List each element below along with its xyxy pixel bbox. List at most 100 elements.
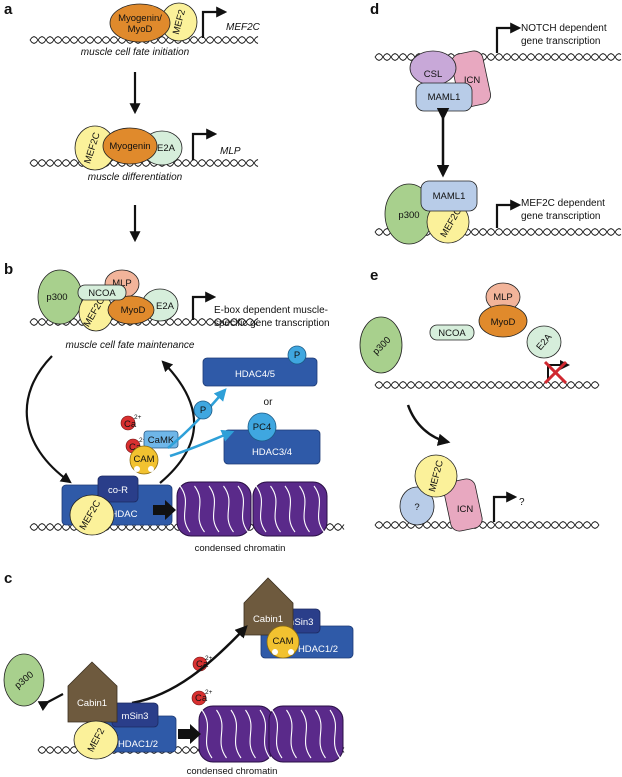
spread-arrow-c: [178, 724, 201, 744]
calcium-label-c1: Ca: [196, 659, 209, 670]
transcription-arrow-unknown: [492, 491, 518, 522]
condensed-chromatin-label-b: condensed chromatin: [195, 543, 286, 554]
dna-a-bottom-strand-1: [29, 158, 259, 168]
unknown-target-label: ?: [519, 497, 525, 508]
myod-label: MyoD: [121, 305, 146, 316]
block-cross-2: [543, 360, 568, 385]
mef2c-target-line-1: MEF2C dependent: [521, 198, 605, 209]
hdac-label: HDAC: [111, 509, 138, 520]
transcription-arrow-notch: [495, 22, 522, 53]
calcium-label-b2: Ca: [129, 442, 142, 453]
msin3-label-c-lower: mSin3: [122, 711, 149, 722]
cam-pocket-b2: [148, 466, 154, 472]
panel-b: b MLP p300 E2A MEF2C MyoD NCOA E-box dep…: [4, 261, 330, 554]
panel-a-letter: a: [4, 1, 13, 18]
transcription-arrow-ebox: [191, 291, 217, 320]
panel-d-letter: d: [370, 1, 379, 18]
icn-label-e: ICN: [457, 504, 474, 515]
nucleosome-b1-dna-wrap: [179, 485, 249, 533]
exchange-arrow-c: [37, 693, 64, 711]
phosphate-label-2: P: [200, 405, 206, 416]
msin3-label-c-upper: mSin3: [287, 617, 314, 628]
icn-protein-e: [443, 478, 483, 532]
ncoa-label-e: NCOA: [438, 328, 466, 339]
cam-pocket-c2: [288, 649, 294, 655]
ncoa-protein-e: [429, 324, 475, 341]
myogenin-myod-label-2: MyoD: [128, 24, 153, 35]
mef2c-protein-repressed: [69, 494, 115, 536]
calcium-ion-b1: [120, 415, 136, 431]
ncoa-label: NCOA: [88, 288, 116, 299]
nucleosome-c1-dna-wrap: [201, 709, 271, 759]
unknown-label: ?: [414, 502, 419, 513]
calcium-charge-b2: 2+: [139, 437, 147, 444]
export-arrow-hdac34: [169, 429, 235, 458]
csl-label: CSL: [424, 69, 442, 80]
spread-arrow-b: [153, 500, 176, 520]
myod-label-e: MyoD: [491, 317, 516, 328]
hdac34-label: HDAC3/4: [252, 447, 292, 458]
or-label: or: [264, 397, 274, 408]
cycle-arrow-left: [25, 355, 72, 484]
p300-label-d: p300: [398, 210, 419, 221]
e2a-label-b: E2A: [156, 301, 175, 312]
pc4-protein: [247, 412, 277, 442]
panel-c-letter: c: [4, 570, 12, 587]
cam-label-c: CAM: [272, 636, 293, 647]
ncoa-protein: [77, 284, 127, 301]
cam-pocket-c1: [272, 649, 278, 655]
hdac12-label-c-lower: HDAC1/2: [118, 739, 158, 750]
transcription-arrow-mef2c-d: [495, 199, 522, 228]
calcium-charge-c1: 2+: [205, 655, 213, 662]
cabin1-label-c-upper: Cabin1: [253, 614, 283, 625]
unknown-protein: [399, 486, 435, 526]
gene-mef2c-label: MEF2C: [226, 22, 261, 33]
myogenin-label: Myogenin: [109, 141, 150, 152]
caption-differentiation: muscle differentiation: [88, 172, 183, 183]
calcium-charge-b1: 2+: [134, 414, 142, 421]
calcium-ion-c2: [191, 690, 207, 706]
dna-d-top-strand-1: [374, 52, 622, 62]
cam-pocket-b1: [134, 466, 140, 472]
panel-b-letter: b: [4, 261, 13, 278]
nucleosome-c1: [198, 705, 274, 763]
hdac45-label: HDAC4/5: [235, 369, 275, 380]
dna-e-top-strand-2: [374, 380, 600, 390]
phosphate-transfer: [193, 400, 213, 420]
maml1-protein-d-bottom: [420, 180, 478, 212]
maml1-label-d-bottom: MAML1: [433, 191, 466, 202]
e2a-label: E2A: [157, 143, 176, 154]
myogenin-myod-label-1: Myogenin/: [118, 13, 162, 24]
phosphate-label-1: P: [294, 350, 300, 361]
chromatin-layer: [176, 481, 344, 763]
cabin1-protein-c-lower: [67, 661, 118, 723]
caption-fate-maintenance: muscle cell fate maintenance: [66, 340, 195, 351]
export-arrow-hdac45: [167, 388, 227, 449]
phosphate-hdac45: [287, 345, 307, 365]
calcium-charge-c2: 2+: [205, 689, 213, 696]
p300-label: p300: [46, 292, 67, 303]
cam-label-b: CAM: [133, 454, 154, 465]
nucleosome-b2-dna-wrap: [255, 485, 325, 533]
condensed-chromatin-label-c: condensed chromatin: [187, 766, 278, 777]
dna-b-top-strand-1: [29, 317, 259, 327]
calcium-label-b1: Ca: [124, 419, 137, 430]
nucleosome-b2: [252, 481, 328, 537]
transcription-arrow-mef2c: [201, 6, 228, 38]
flow-arrow-e: [406, 404, 451, 446]
panel-d: d ICN CSL MAML1 NOTCH dependent gene tra…: [370, 1, 607, 245]
cabin1-label-c-lower: Cabin1: [77, 698, 107, 709]
panel-e-letter: e: [370, 267, 378, 284]
panel-e: e MLP MyoD NCOA E2A p300 ? ICN MEF2C ?: [359, 267, 570, 532]
cycle-arrow-right: [159, 360, 196, 484]
export-arrow-c: [131, 625, 248, 705]
e2a-protein-e: [526, 325, 562, 359]
myod-protein: [107, 295, 155, 325]
mlp-label: MLP: [112, 278, 132, 289]
panel-a: a MEF2 Myogenin/ MyoD MEF2C muscle cell …: [4, 1, 261, 243]
calcium-label-c2: Ca: [195, 693, 208, 704]
ebox-target-line-2: specific gene transcription: [214, 318, 330, 329]
hdac45-block: [202, 357, 318, 387]
